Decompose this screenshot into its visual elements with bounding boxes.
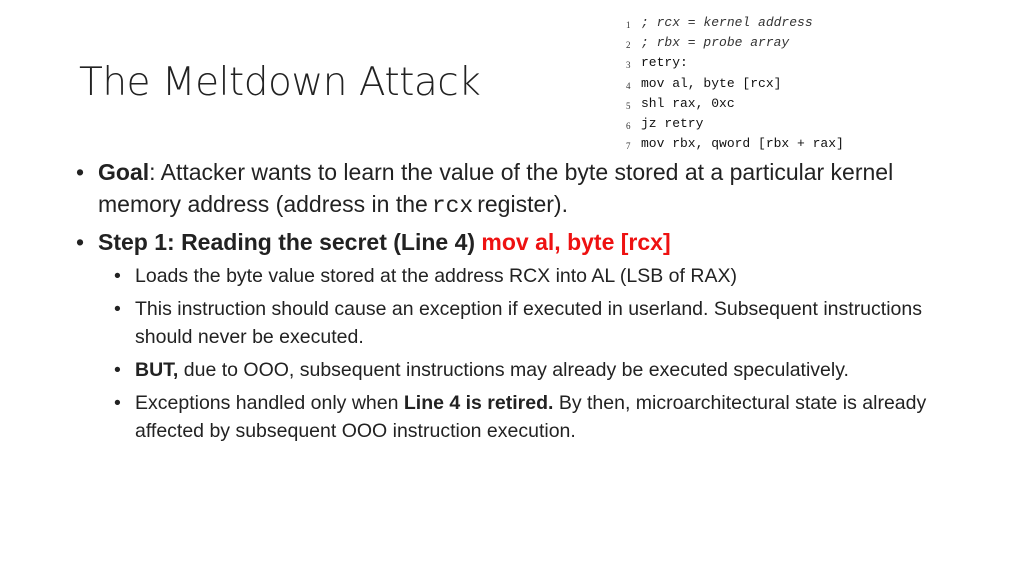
sub-bullet-text: Loads the byte value stored at the addre… <box>135 265 737 287</box>
step1-label: Step 1: Reading the secret (Line 4) <box>98 229 476 255</box>
code-text: shl rax, 0xc <box>641 95 735 111</box>
code-listing: 1 ; rcx = kernel address 2 ; rbx = probe… <box>626 14 844 155</box>
code-line: 7 mov rbx, qword [rbx + rax] <box>626 135 844 155</box>
exceptions-text-end: By then, microarchitectural state is alr… <box>135 392 927 442</box>
code-text: ; rbx = probe array <box>641 35 790 51</box>
code-line: 4 mov al, byte [rcx] <box>626 75 844 95</box>
step1-code: mov al, byte [rcx] <box>481 229 671 255</box>
bullet-goal: • Goal: Attacker wants to learn the valu… <box>76 156 936 222</box>
code-line: 3 retry: <box>626 54 844 74</box>
line-number: 2 <box>626 40 631 51</box>
bullet-dot: • <box>114 265 121 287</box>
bullet-dot: • <box>76 229 85 255</box>
code-text: retry: <box>641 55 688 71</box>
bullet-dot: • <box>114 359 121 381</box>
goal-text: : Attacker wants to learn the value of t… <box>98 159 894 217</box>
goal-label: Goal <box>98 159 150 185</box>
code-text: mov rbx, qword [rbx + rax] <box>641 136 844 152</box>
line-number: 4 <box>626 80 631 91</box>
bullet-list: • Goal: Attacker wants to learn the valu… <box>76 156 936 450</box>
but-text: due to OOO, subsequent instructions may … <box>183 359 849 381</box>
bullet-dot: • <box>114 392 121 414</box>
code-line: 2 ; rbx = probe array <box>626 34 844 54</box>
bullet-text: Goal: Attacker wants to learn the value … <box>98 156 936 222</box>
bullet-step1: • Step 1: Reading the secret (Line 4) mo… <box>76 226 936 258</box>
sub-bullet-text: BUT, due to OOO, subsequent instructions… <box>135 356 849 384</box>
line-number: 7 <box>626 141 631 152</box>
slide-title: The Meltdown Attack <box>79 60 481 105</box>
line-number: 1 <box>626 20 631 30</box>
code-text: ; rcx = kernel address <box>641 15 813 30</box>
but-label: BUT, <box>135 359 179 381</box>
sub-bullet-text: Exceptions handled only when Line 4 is r… <box>135 389 936 445</box>
exceptions-text: Exceptions handled only when <box>135 392 399 414</box>
bullet-dot: • <box>114 298 121 320</box>
line-number: 3 <box>626 60 631 71</box>
sub-bullet-text: This instruction should cause an excepti… <box>135 298 922 348</box>
line-number: 6 <box>626 121 631 132</box>
bullet-text: Step 1: Reading the secret (Line 4) mov … <box>98 226 671 258</box>
code-line: 6 jz retry <box>626 115 844 135</box>
code-text: jz retry <box>641 116 704 132</box>
rcx-code: rcx <box>431 193 474 219</box>
code-line: 1 ; rcx = kernel address <box>626 14 844 34</box>
sub-bullet: • Exceptions handled only when Line 4 is… <box>114 389 936 445</box>
sub-bullet: • Loads the byte value stored at the add… <box>114 262 936 290</box>
line4-retired: Line 4 is retired. <box>403 392 554 414</box>
sub-bullet: • BUT, due to OOO, subsequent instructio… <box>114 356 936 384</box>
bullet-dot: • <box>76 159 85 185</box>
line-number: 5 <box>626 100 631 111</box>
code-line: 5 shl rax, 0xc <box>626 95 844 115</box>
code-text: mov al, byte [rcx] <box>641 75 782 91</box>
sub-bullet: • This instruction should cause an excep… <box>114 295 936 351</box>
goal-text-end: register). <box>477 191 568 217</box>
